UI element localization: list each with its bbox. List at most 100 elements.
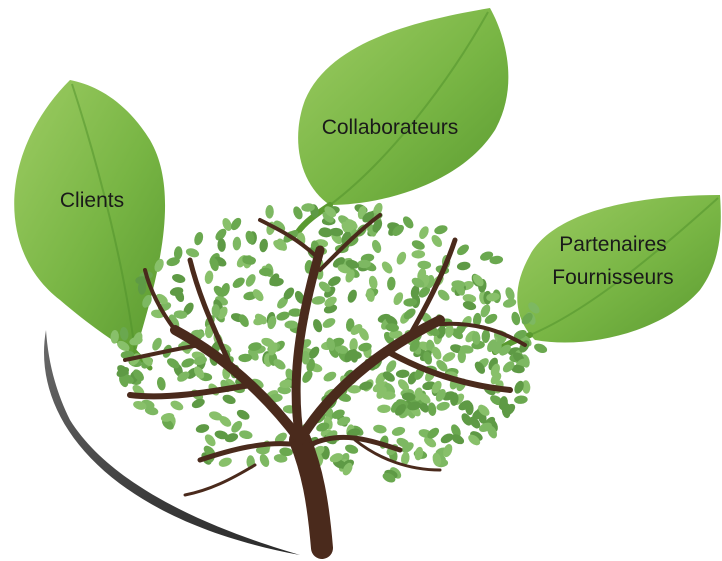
foliage-leaf xyxy=(217,238,226,252)
foliage-leaf xyxy=(511,364,525,374)
foliage-leaf xyxy=(349,338,358,352)
foliage-leaf xyxy=(345,444,359,454)
tree-trunk xyxy=(123,213,527,559)
foliage-leaf xyxy=(204,434,216,447)
foliage-leaf xyxy=(382,472,396,483)
foliage-leaf xyxy=(359,381,373,391)
foliage-leaf xyxy=(418,393,431,404)
foliage-leaf xyxy=(219,416,232,427)
foliage-leaf xyxy=(172,274,186,283)
foliage-leaf xyxy=(222,394,236,405)
foliage-leaf xyxy=(133,400,147,410)
foliage-leaf xyxy=(521,380,531,394)
foliage-leaf xyxy=(116,366,130,378)
foliage-leaf xyxy=(259,454,270,467)
foliage-leaf xyxy=(121,373,134,384)
foliage-leaf xyxy=(395,369,410,379)
foliage-leaf xyxy=(392,224,404,236)
foliage-leaf xyxy=(431,234,443,248)
foliage-leaf xyxy=(273,359,286,370)
foliage-leaf xyxy=(110,330,119,344)
foliage-leaf xyxy=(431,346,442,360)
foliage-leaf xyxy=(224,433,239,443)
foliage-leaf xyxy=(222,218,232,231)
foliage-leaf xyxy=(331,409,345,419)
foliage-leaf xyxy=(431,380,442,394)
foliage-leaf xyxy=(167,358,180,369)
foliage-leaf xyxy=(173,246,183,260)
foliage-leaf xyxy=(411,250,426,259)
foliage-leaf xyxy=(276,311,290,321)
foliage-leaf xyxy=(357,259,371,269)
foliage-leaf xyxy=(259,267,273,277)
foliage-leaf xyxy=(252,289,264,302)
foliage-leaf xyxy=(472,274,484,287)
foliage-leaf xyxy=(170,400,184,411)
foliage-leaf xyxy=(288,308,303,317)
foliage-leaf xyxy=(284,320,299,329)
foliage-leaf xyxy=(329,227,344,237)
foliage-leaf xyxy=(245,230,255,245)
foliage-leaf xyxy=(434,225,448,235)
foliage-leaf xyxy=(283,287,295,300)
foliage-leaf xyxy=(366,288,375,302)
foliage-leaf xyxy=(347,385,362,394)
foliage-leaf xyxy=(372,219,383,233)
foliage-leaf xyxy=(372,239,382,254)
foliage-leaf xyxy=(238,353,252,363)
foliage-leaf xyxy=(396,251,407,265)
foliage-leaf xyxy=(424,436,437,448)
foliage-leaf xyxy=(436,360,448,372)
foliage-leaf xyxy=(248,342,262,351)
foliage-leaf xyxy=(279,447,293,457)
foliage-leaf xyxy=(350,324,363,335)
foliage-leaf xyxy=(358,328,369,341)
foliage-leaf xyxy=(152,337,162,351)
foliage-leaf xyxy=(313,319,323,333)
foliage-leaf xyxy=(450,392,459,406)
foliage-leaf xyxy=(474,361,486,374)
foliage-leaf xyxy=(481,329,491,343)
foliage-leaf xyxy=(368,275,378,290)
foliage-leaf xyxy=(382,391,396,400)
foliage-leaf xyxy=(344,220,357,233)
foliage-leaf xyxy=(323,371,337,382)
foliage-leaf xyxy=(418,286,431,298)
foliage-leaf xyxy=(388,330,403,339)
foliage-leaf xyxy=(318,281,331,293)
foliage-leaf xyxy=(277,296,288,309)
foliage-leaf xyxy=(396,437,410,448)
foliage-leaf xyxy=(217,306,228,320)
foliage-leaf xyxy=(436,325,446,339)
foliage-leaf xyxy=(377,404,391,414)
foliage-leaf xyxy=(414,446,424,461)
foliage-leaf xyxy=(349,349,359,363)
leaf-label-partenaires: Partenaires xyxy=(559,233,666,256)
foliage-leaf xyxy=(479,422,492,432)
leaf-label-clients: Clients xyxy=(60,189,124,212)
foliage-leaf xyxy=(133,332,143,346)
foliage-leaf xyxy=(193,356,207,366)
foliage-leaf xyxy=(253,315,267,326)
foliage-leaf xyxy=(279,379,293,389)
foliage-leaf xyxy=(409,339,420,352)
foliage-leaf xyxy=(465,401,474,416)
foliage-leaf xyxy=(445,324,454,338)
foliage-leaf xyxy=(471,331,481,345)
foliage-leaf xyxy=(435,389,446,402)
foliage-leaf xyxy=(472,312,482,327)
foliage-leaf xyxy=(514,395,528,404)
foliage-leaf xyxy=(117,340,130,352)
foliage-leaf xyxy=(230,217,242,231)
foliage-leaf xyxy=(417,260,432,270)
foliage-leaf xyxy=(480,251,494,261)
foliage-leaf xyxy=(499,396,508,410)
foliage-leaf xyxy=(215,228,227,241)
foliage-leaf xyxy=(513,329,527,340)
foliage-leaf xyxy=(133,369,144,382)
foliage-leaf xyxy=(457,349,466,364)
foliage-leaf xyxy=(210,257,219,272)
foliage-leaf xyxy=(316,422,330,432)
foliage-leaf xyxy=(342,462,353,476)
